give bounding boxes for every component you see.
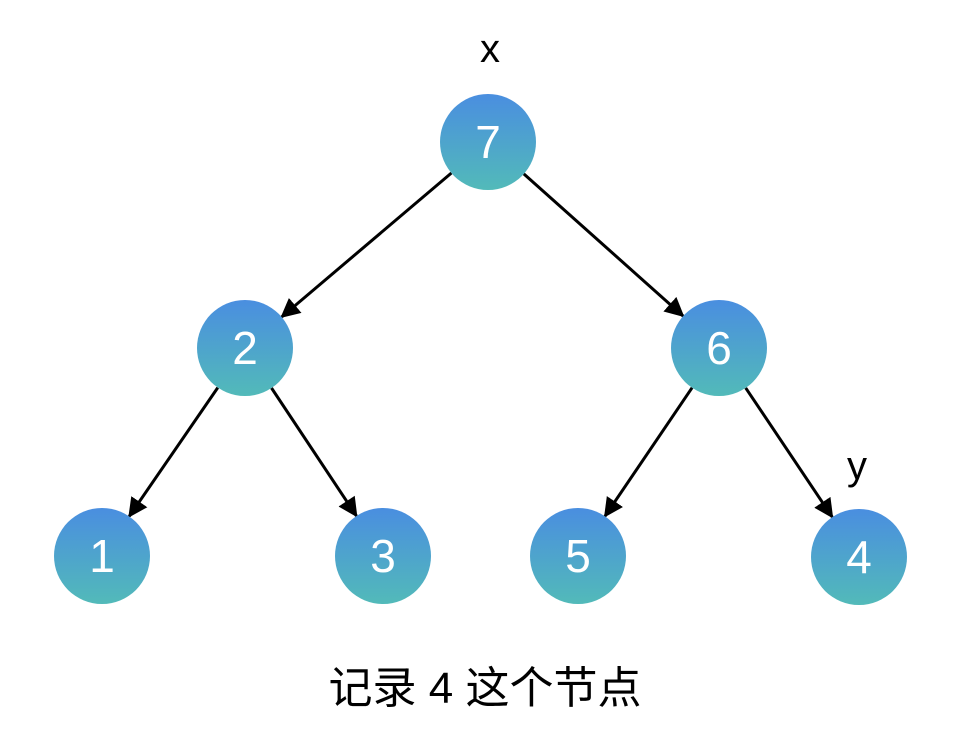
edge-6-to-5: [603, 386, 694, 518]
tree-node-3: 3: [335, 508, 431, 604]
edge-2-to-1: [127, 386, 220, 518]
pointer-label-y: y: [847, 444, 867, 488]
tree-node-4: 4: [811, 509, 907, 605]
tree-node-6: 6: [671, 300, 767, 396]
edge-7-to-2: [280, 171, 453, 319]
pointer-label-x: x: [480, 27, 500, 71]
tree-node-7: 7: [440, 94, 536, 190]
tree-node-1: 1: [54, 508, 150, 604]
edge-2-to-3: [270, 387, 358, 518]
caption-text: 记录 4 这个节点: [328, 664, 642, 713]
edge-7-to-6: [522, 172, 685, 318]
edge-6-to-4: [744, 387, 834, 519]
tree-node-2: 2: [197, 300, 293, 396]
tree-node-5: 5: [530, 508, 626, 604]
